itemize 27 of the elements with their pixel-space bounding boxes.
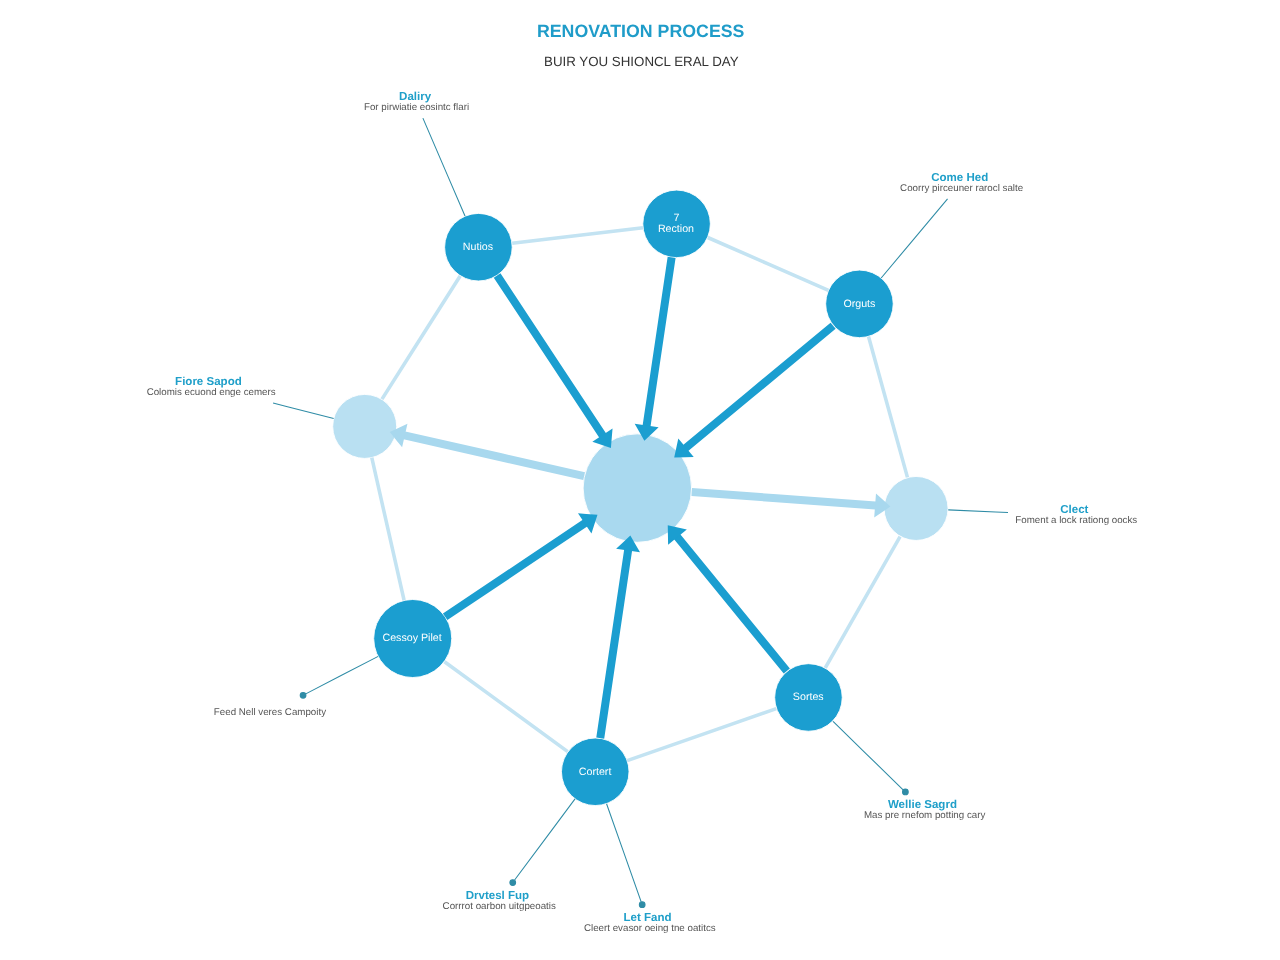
connector bbox=[625, 707, 776, 763]
arrow bbox=[673, 322, 835, 458]
arrow bbox=[690, 488, 890, 518]
arrow bbox=[441, 513, 597, 621]
connector bbox=[831, 720, 908, 796]
arrow bbox=[492, 273, 612, 449]
connector bbox=[379, 275, 461, 401]
arrow bbox=[388, 423, 584, 480]
connector bbox=[706, 235, 829, 292]
connector bbox=[421, 117, 465, 217]
arrow bbox=[633, 256, 675, 441]
connector bbox=[511, 226, 643, 245]
connector bbox=[442, 660, 568, 754]
node-circle bbox=[882, 476, 948, 541]
connector bbox=[822, 535, 901, 669]
connector bbox=[605, 803, 645, 909]
arrow bbox=[666, 525, 789, 674]
arrow bbox=[595, 535, 639, 739]
connector bbox=[369, 457, 405, 601]
diagram-title: RENOVATION PROCESS bbox=[535, 21, 744, 42]
connector bbox=[865, 336, 909, 478]
connector bbox=[879, 198, 948, 279]
connector bbox=[298, 655, 378, 699]
connector bbox=[271, 402, 334, 420]
node-circle bbox=[331, 393, 397, 459]
connector bbox=[508, 798, 575, 886]
connector bbox=[946, 509, 1008, 513]
